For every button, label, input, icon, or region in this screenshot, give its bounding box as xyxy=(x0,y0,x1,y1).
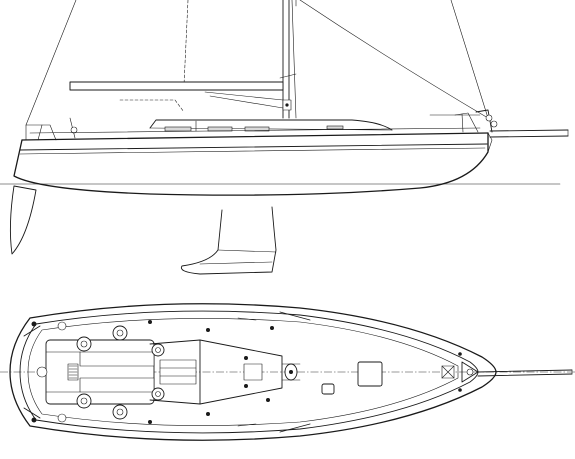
mainsail xyxy=(25,0,189,126)
rudder xyxy=(9,185,37,255)
forward-hatches xyxy=(321,361,455,395)
profile-view xyxy=(0,0,569,275)
stern-pulpit xyxy=(25,114,481,141)
bow-fitting xyxy=(458,352,573,392)
mast xyxy=(279,0,297,119)
deck-plan-view xyxy=(0,303,575,441)
jib-sail xyxy=(295,0,489,119)
cabin-house xyxy=(149,119,393,132)
mast-step xyxy=(281,363,301,381)
cockpit xyxy=(36,339,155,405)
bowsprit xyxy=(489,129,569,138)
keel xyxy=(180,206,277,275)
boom xyxy=(69,81,284,113)
winches xyxy=(57,321,165,423)
bow-pulpit xyxy=(454,109,498,133)
genoa-tracks xyxy=(206,311,311,433)
stern-stanchions xyxy=(23,320,152,424)
hull xyxy=(0,132,561,196)
companionway xyxy=(149,339,283,405)
deck-outline xyxy=(9,303,497,441)
